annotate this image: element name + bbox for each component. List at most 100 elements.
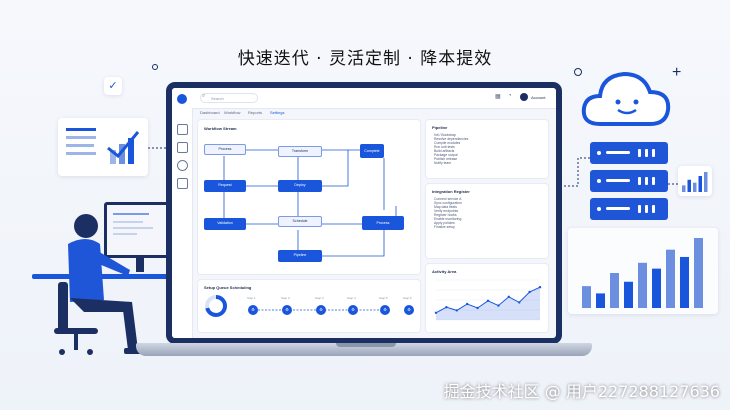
integration-title: Integration Register (432, 189, 470, 194)
step-icon[interactable]: ⚙ (380, 305, 390, 315)
chart-title: Activity Area (432, 269, 457, 274)
workflow-node[interactable]: Transform (278, 146, 322, 157)
bar (680, 256, 689, 308)
data-point (434, 311, 438, 314)
bar (652, 268, 661, 308)
workflow-node[interactable]: Complete (360, 144, 384, 158)
code-line: Verify endpoints (434, 209, 459, 213)
workflow-node[interactable]: Pipeline (278, 250, 322, 262)
code-line: Notify team (434, 161, 452, 165)
sidebar-doc-icon[interactable] (177, 142, 188, 153)
tab-reports[interactable]: Reports (248, 110, 263, 115)
code-line: Register hooks (434, 213, 457, 217)
search-placeholder: Search (211, 96, 224, 101)
data-point (518, 301, 521, 304)
monitor-stand (136, 258, 144, 272)
step-label: Step 4 (347, 296, 356, 300)
code-line: Publish release (434, 157, 458, 161)
bar (698, 176, 702, 192)
person-illustration (54, 214, 144, 355)
grid-icon[interactable]: ▦ (495, 94, 501, 100)
tab-workflow[interactable]: Workflow (224, 110, 241, 115)
data-point (455, 309, 458, 312)
plus-icon: + (672, 64, 682, 81)
data-point (528, 290, 531, 294)
app-logo[interactable] (177, 94, 187, 104)
step-icon[interactable]: ⚙ (316, 305, 326, 315)
code-line: Enable monitoring (434, 217, 462, 221)
code-line: Resolve dependencies (434, 137, 469, 141)
data-point (466, 302, 469, 306)
data-point (507, 295, 510, 298)
code-line: Apply policies (434, 221, 455, 225)
headline: 快速迭代 · 灵活定制 · 降本提效 (237, 49, 493, 69)
user-name[interactable]: Account (531, 95, 546, 100)
chart-panel: Activity Area (426, 264, 548, 332)
workflow-title: Workflow Stream (204, 126, 237, 131)
bar (610, 273, 619, 308)
data-point (538, 286, 542, 289)
code-line: Finalize setup (434, 225, 455, 229)
top-bar: Search ⌕ ▦ ◔ Account (192, 88, 556, 109)
laptop-notch (336, 343, 396, 347)
tab-settings[interactable]: Settings (270, 110, 285, 115)
sidebar-user-icon[interactable] (177, 160, 188, 171)
area-fill (436, 287, 540, 320)
workflow-node[interactable]: Request (204, 180, 246, 192)
server-unit (590, 198, 668, 220)
tab-dashboard[interactable]: Dashboard (200, 110, 220, 115)
code-line: Init / Bootstrap (434, 133, 456, 137)
data-point (445, 306, 448, 309)
sparkle-dot (574, 68, 582, 76)
pipeline-lines: Init / Bootstrap Resolve dependencies Co… (434, 133, 468, 165)
bar (582, 286, 591, 308)
server-unit (590, 170, 668, 192)
step-icon[interactable]: ⚙ (248, 305, 258, 315)
area-chart (434, 279, 542, 321)
workflow-node[interactable]: Deploy (278, 180, 322, 192)
server-unit (590, 142, 668, 164)
step-label: Step 5 (379, 296, 388, 300)
step-icon[interactable]: ⚙ (404, 305, 414, 315)
desk (32, 274, 192, 279)
code-line: Connect service A (434, 197, 462, 201)
integration-lines: Connect service A Sync configuration Map… (434, 197, 462, 229)
bell-icon[interactable]: ◔ (508, 93, 512, 99)
code-line: Run unit tests (434, 145, 455, 149)
bar (687, 179, 691, 192)
code-line: Sync configuration (434, 201, 462, 205)
sidebar-settings-icon[interactable] (177, 178, 188, 189)
code-line: Map data fields (434, 205, 457, 209)
cloud-icon (581, 71, 671, 126)
bar-chart-card (568, 228, 718, 314)
sparkle-dot (152, 64, 158, 70)
bar (693, 182, 697, 192)
data-point (476, 306, 479, 310)
steps-title: Setup Queue Scheduling (204, 285, 252, 290)
workflow-node[interactable]: Process (362, 216, 404, 230)
bar (694, 238, 703, 308)
code-line: Compile modules (434, 141, 461, 145)
workflow-node[interactable]: Validation (204, 218, 246, 230)
bar (666, 249, 675, 308)
integration-panel: Integration Register Connect service A S… (426, 184, 548, 258)
workflow-node[interactable]: Process (204, 144, 246, 155)
search-input[interactable]: Search (200, 93, 258, 103)
step-icon[interactable]: ⚙ (348, 305, 358, 315)
workflow-panel: Workflow Stream Process Request Validati… (198, 120, 420, 274)
search-icon: ⌕ (202, 93, 206, 99)
watermark: 掘金技术社区 @ 用户227288127636 (443, 382, 720, 401)
workflow-node[interactable]: Schedule (278, 216, 322, 227)
data-point (486, 299, 490, 302)
code-line: Build artifacts (434, 149, 455, 153)
bar (682, 185, 686, 192)
step-icon[interactable]: ⚙ (282, 305, 292, 315)
bar (638, 262, 647, 308)
bar (704, 172, 708, 192)
sidebar-home-icon[interactable] (177, 124, 188, 135)
bar (624, 281, 633, 308)
avatar[interactable] (520, 93, 528, 101)
step-label: Step 2 (281, 296, 290, 300)
mini-bar-card (678, 166, 712, 196)
